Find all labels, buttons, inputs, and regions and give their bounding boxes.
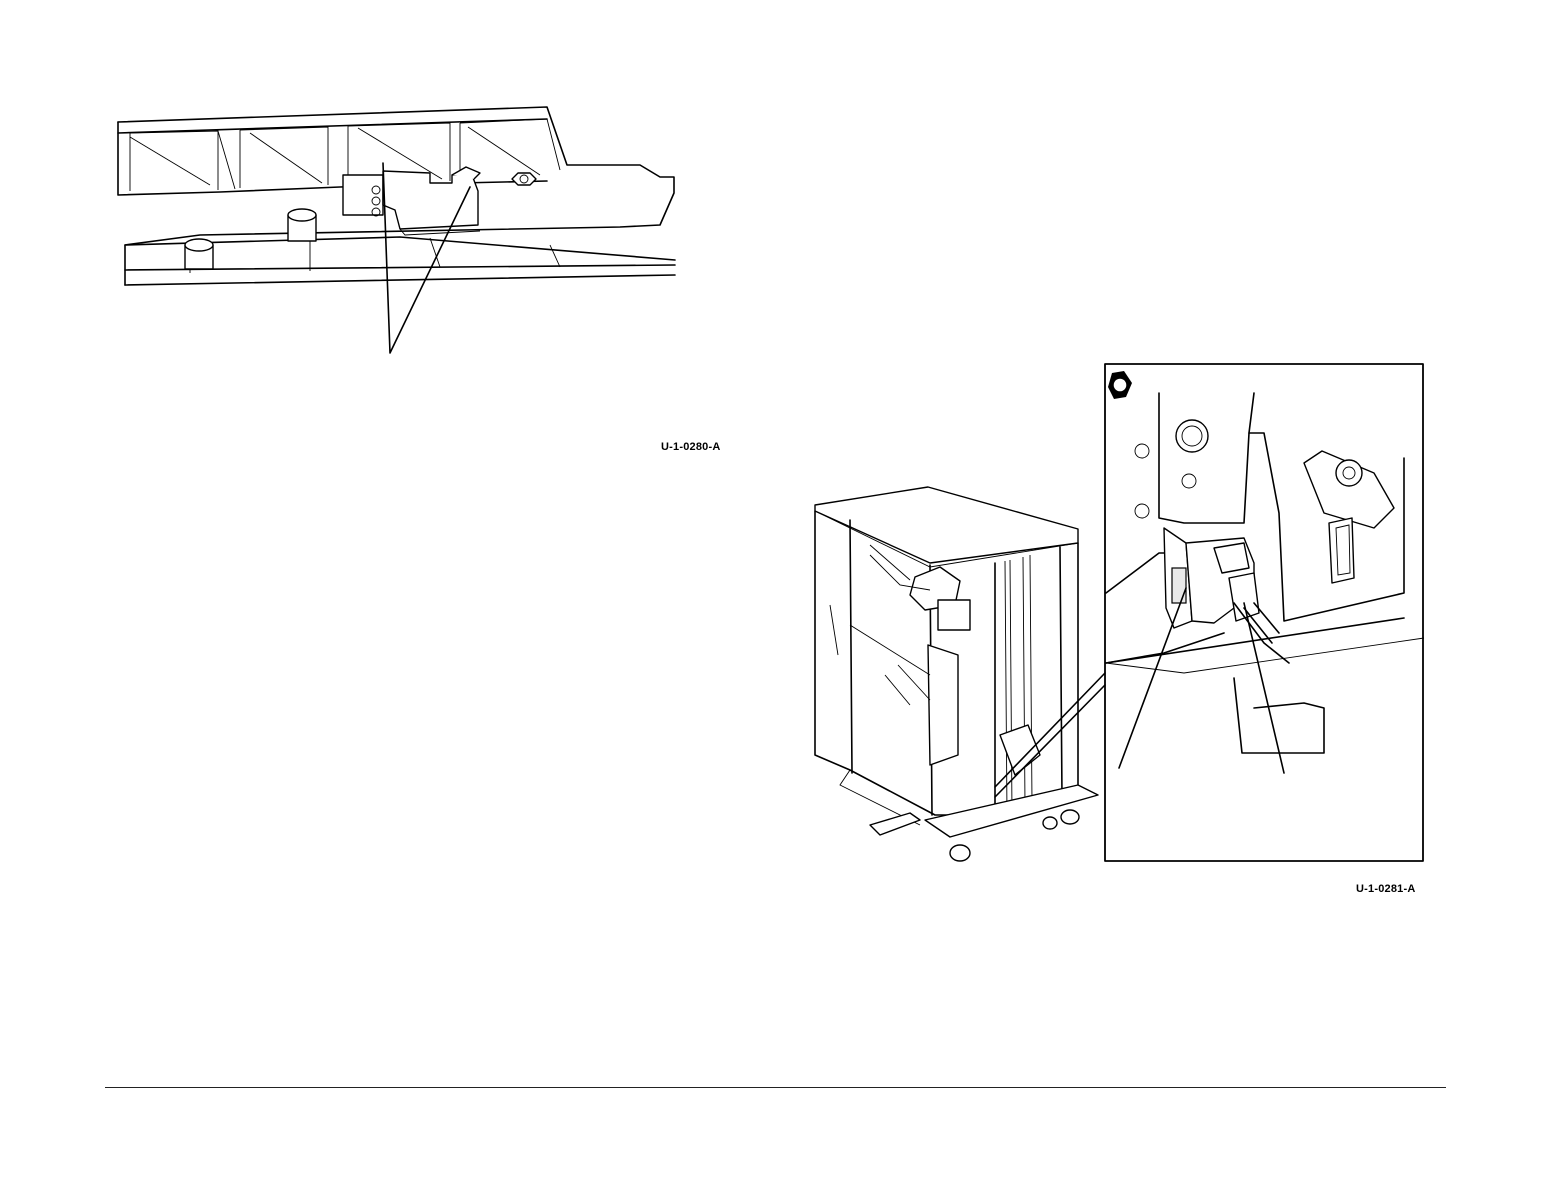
figure-label-bottom: U-1-0281-A — [1356, 883, 1415, 895]
top-illustration — [100, 95, 700, 375]
finisher-unit — [815, 487, 1098, 861]
connector — [1106, 528, 1289, 663]
detail-frame — [1105, 364, 1423, 861]
callout-line-right — [1244, 603, 1284, 773]
bolt-middle — [288, 209, 316, 241]
bolt-right — [512, 173, 536, 185]
latch-assembly — [343, 167, 480, 235]
footer-rule — [105, 1087, 1446, 1088]
connector-detail-inset — [1104, 363, 1424, 863]
bolt-left — [185, 239, 213, 269]
bottom-illustration — [810, 485, 1110, 870]
callout-line-left — [1119, 588, 1186, 768]
figure-label-top: U-1-0280-A — [661, 441, 720, 453]
